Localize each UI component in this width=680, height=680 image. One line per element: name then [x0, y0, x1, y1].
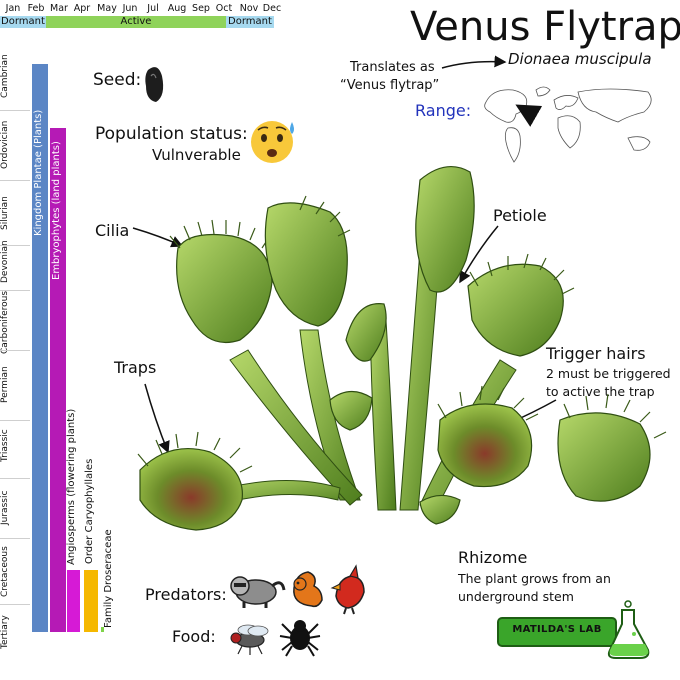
- translates-quote: “Venus flytrap”: [340, 78, 440, 93]
- seed-label: Seed:: [93, 70, 142, 90]
- month-jul: Jul: [147, 3, 159, 14]
- traps-arrow: [144, 383, 170, 454]
- raccoon-icon: [230, 576, 286, 608]
- taxonomy-bar-4: [101, 627, 104, 632]
- era-divider: [0, 180, 30, 181]
- phase-dormant-0: Dormant: [0, 16, 46, 28]
- taxonomy-bar-3: [84, 570, 98, 632]
- month-feb: Feb: [27, 3, 45, 14]
- month-jan: Jan: [5, 3, 21, 14]
- worried-face-icon: [251, 121, 294, 163]
- month-sep: Sep: [192, 3, 210, 14]
- plant-stems: [199, 249, 517, 511]
- era-divider: [0, 538, 30, 539]
- cardinal-icon: [330, 564, 365, 615]
- month-oct: Oct: [215, 3, 233, 14]
- matildas-lab-logo: [497, 600, 650, 659]
- trap-center-tall: [264, 195, 351, 327]
- scientific-name: Dionaea muscipula: [508, 50, 652, 68]
- taxonomy-bar-0: [32, 64, 48, 632]
- food-label: Food:: [172, 627, 216, 646]
- era-divider: [0, 420, 30, 421]
- range-arrow: [515, 104, 543, 127]
- fly-icon: [230, 624, 269, 655]
- month-may: May: [97, 3, 117, 14]
- world-map: [484, 86, 652, 163]
- rhizome-title: Rhizome: [458, 548, 528, 567]
- month-aug: Aug: [167, 3, 187, 14]
- population-status-value: Vulnverable: [152, 146, 241, 164]
- traps-label: Traps: [114, 358, 157, 377]
- page-title: Venus Flytrap: [410, 4, 680, 50]
- trigger-hairs-line1: 2 must be triggered: [546, 366, 671, 381]
- month-nov: Nov: [239, 3, 259, 14]
- spider-icon: [279, 620, 321, 657]
- trap-far-right: [557, 393, 667, 502]
- trap-right-open: [467, 253, 575, 357]
- cilia-label: Cilia: [95, 221, 130, 240]
- logo-text: MATILDA'S LAB: [512, 624, 602, 635]
- trap-trigger: [437, 385, 539, 488]
- month-jun: Jun: [122, 3, 138, 14]
- trap-lower-left: [137, 431, 253, 531]
- translates-arrow: [441, 55, 507, 69]
- month-dec: Dec: [262, 3, 282, 14]
- petiole-leaf: [415, 165, 475, 293]
- seed-icon: [145, 67, 164, 102]
- month-apr: Apr: [73, 3, 91, 14]
- petiole-arrow: [459, 225, 499, 284]
- era-divider: [0, 110, 30, 111]
- translates-label: Translates as: [350, 60, 435, 75]
- trigger-hairs-line2: to active the trap: [546, 384, 655, 399]
- trigger-hairs-title: Trigger hairs: [546, 344, 646, 363]
- rhizome-line2: underground stem: [458, 589, 574, 604]
- era-divider: [0, 290, 30, 291]
- predators-label: Predators:: [145, 585, 227, 604]
- trap-closed-small: [329, 303, 461, 525]
- era-divider: [0, 604, 30, 605]
- era-divider: [0, 350, 30, 351]
- cilia-arrow: [132, 227, 184, 248]
- taxonomy-bar-1: [50, 128, 66, 632]
- range-label: Range:: [415, 101, 472, 120]
- trap-upper-left: [169, 219, 273, 344]
- era-divider: [0, 478, 30, 479]
- taxonomy-bar-2: [67, 570, 80, 632]
- petiole-label: Petiole: [493, 206, 547, 225]
- rhizome-line1: The plant grows from an: [458, 571, 611, 586]
- squirrel-icon: [293, 571, 323, 608]
- phase-active-1: Active: [46, 16, 226, 28]
- era-divider: [0, 245, 30, 246]
- month-mar: Mar: [50, 3, 68, 14]
- phase-dormant-2: Dormant: [226, 16, 274, 28]
- population-status-label: Population status:: [95, 124, 248, 144]
